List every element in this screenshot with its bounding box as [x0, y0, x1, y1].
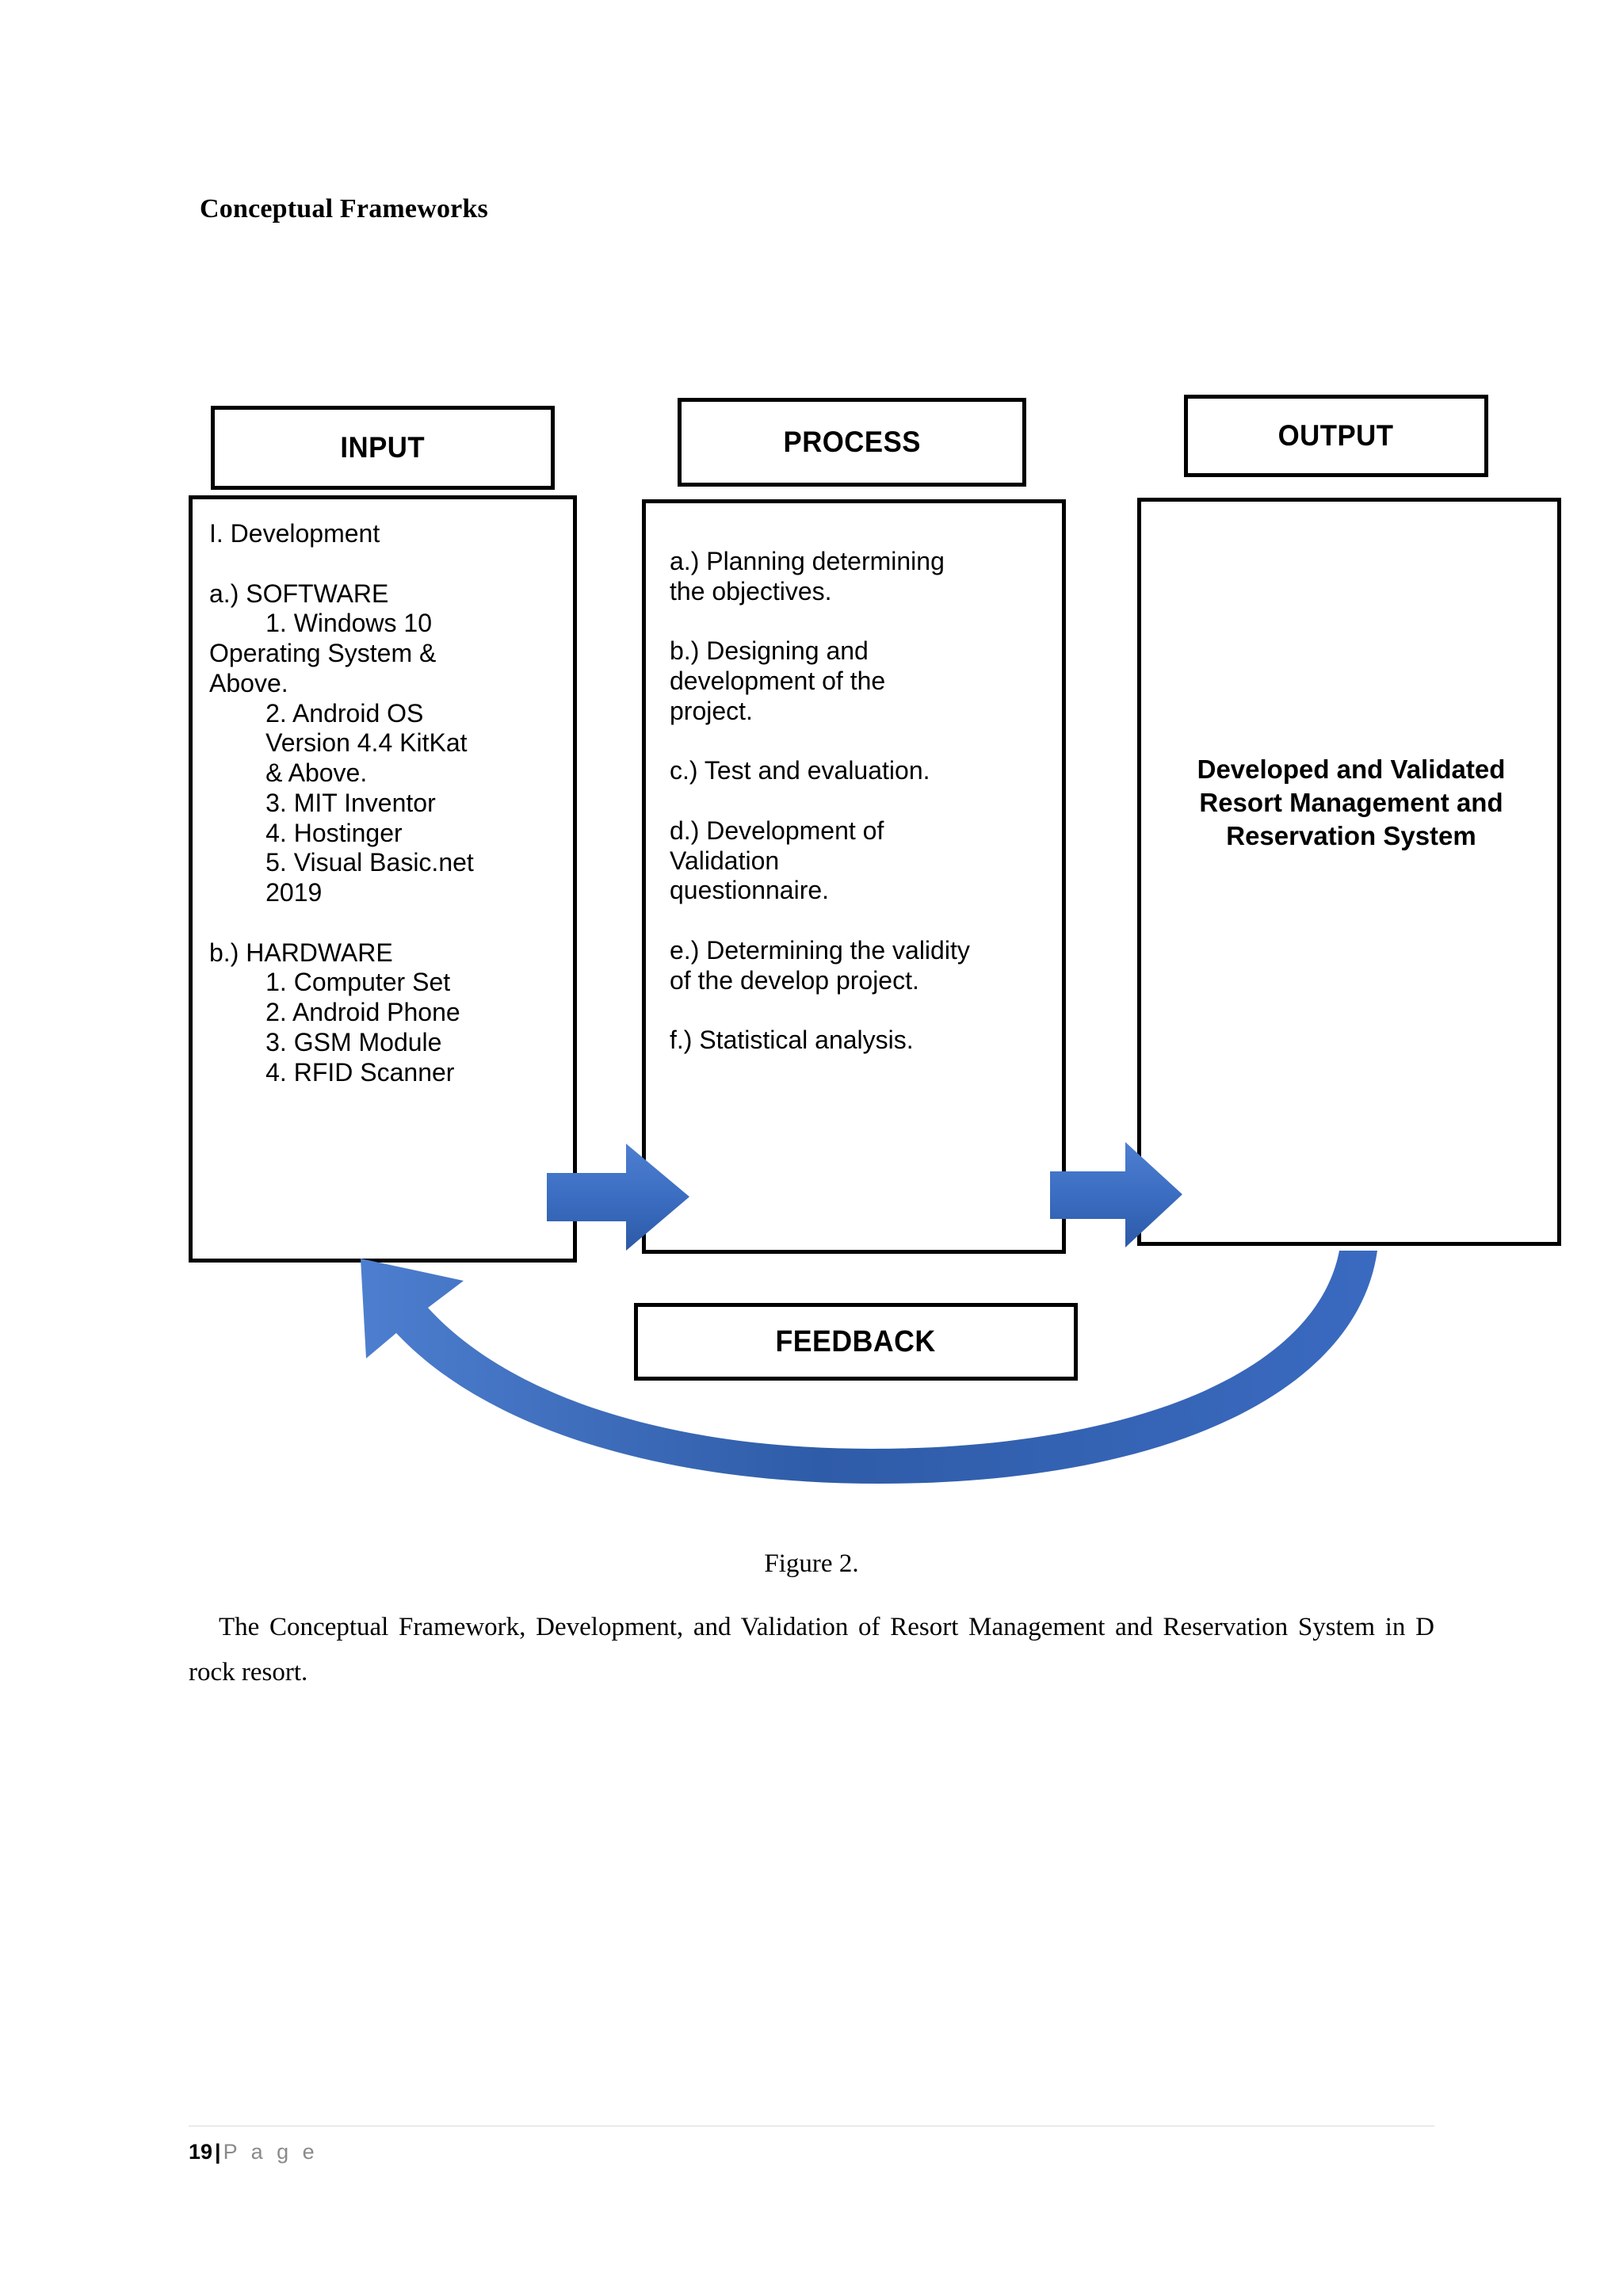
figure-caption: The Conceptual Framework, Development, a… — [189, 1613, 1434, 1687]
footer-page-number: 19 — [189, 2140, 213, 2164]
output-body-text: Developed and Validated Resort Managemen… — [1197, 755, 1506, 851]
page-footer: 19|P a g e — [189, 2140, 319, 2164]
page-title: Conceptual Frameworks — [200, 194, 488, 223]
conceptual-framework-diagram: INPUT PROCESS OUTPUT I. Development a.) … — [189, 395, 1561, 1484]
figure-number: Figure 2. — [764, 1549, 859, 1578]
output-body-box — [1137, 498, 1561, 1246]
input-header-label: INPUT — [340, 431, 426, 464]
footer-page-word: P a g e — [223, 2140, 319, 2164]
feedback-label: FEEDBACK — [775, 1324, 937, 1358]
feedback-box: FEEDBACK — [634, 1303, 1078, 1381]
output-header-box: OUTPUT — [1184, 395, 1488, 477]
output-header-label: OUTPUT — [1278, 419, 1394, 452]
process-header-box: PROCESS — [678, 398, 1026, 487]
input-header-box: INPUT — [211, 406, 555, 490]
process-header-label: PROCESS — [783, 426, 921, 458]
process-body-text: a.) Planning determining the objectives.… — [670, 547, 970, 1054]
input-body-box — [189, 495, 577, 1263]
footer-separator: | — [215, 2140, 221, 2164]
input-body-text: I. Development a.) SOFTWARE 1. Windows 1… — [209, 519, 474, 1087]
